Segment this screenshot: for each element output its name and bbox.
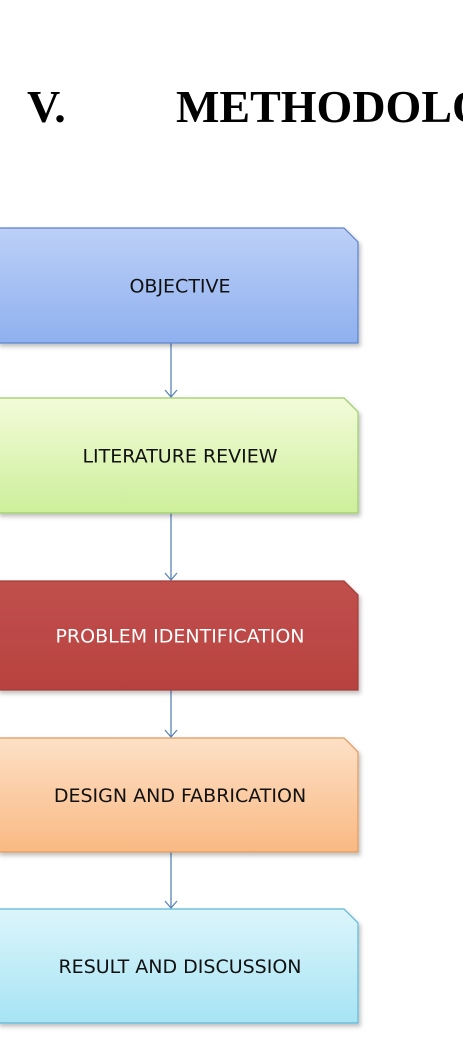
flow-step-box [0,908,359,1024]
flow-step-box [0,227,359,344]
flow-step-label: DESIGN AND FABRICATION [54,785,306,807]
flow-step-5: RESULT AND DISCUSSION [0,908,359,1024]
flow-step-label: OBJECTIVE [129,276,230,298]
connector-arrow-3 [164,690,178,738]
flow-step-label: PROBLEM IDENTIFICATION [55,626,304,648]
connector-arrow-1 [164,343,178,398]
section-title: METHODOLOGY [176,81,463,132]
flow-step-box [0,580,359,691]
flow-step-2: LITERATURE REVIEW [0,397,359,514]
flow-step-box [0,397,359,514]
section-heading: V. METHODOLOGY [0,70,463,150]
connector-arrow-4 [164,852,178,909]
flow-step-label: RESULT AND DISCUSSION [58,956,301,978]
flow-step-3: PROBLEM IDENTIFICATION [0,580,359,691]
flow-step-4: DESIGN AND FABRICATION [0,737,359,853]
flow-step-label: LITERATURE REVIEW [82,446,277,468]
flow-step-box [0,737,359,853]
connector-arrow-2 [164,513,178,581]
section-number: V. [27,81,66,132]
flow-step-1: OBJECTIVE [0,227,359,344]
